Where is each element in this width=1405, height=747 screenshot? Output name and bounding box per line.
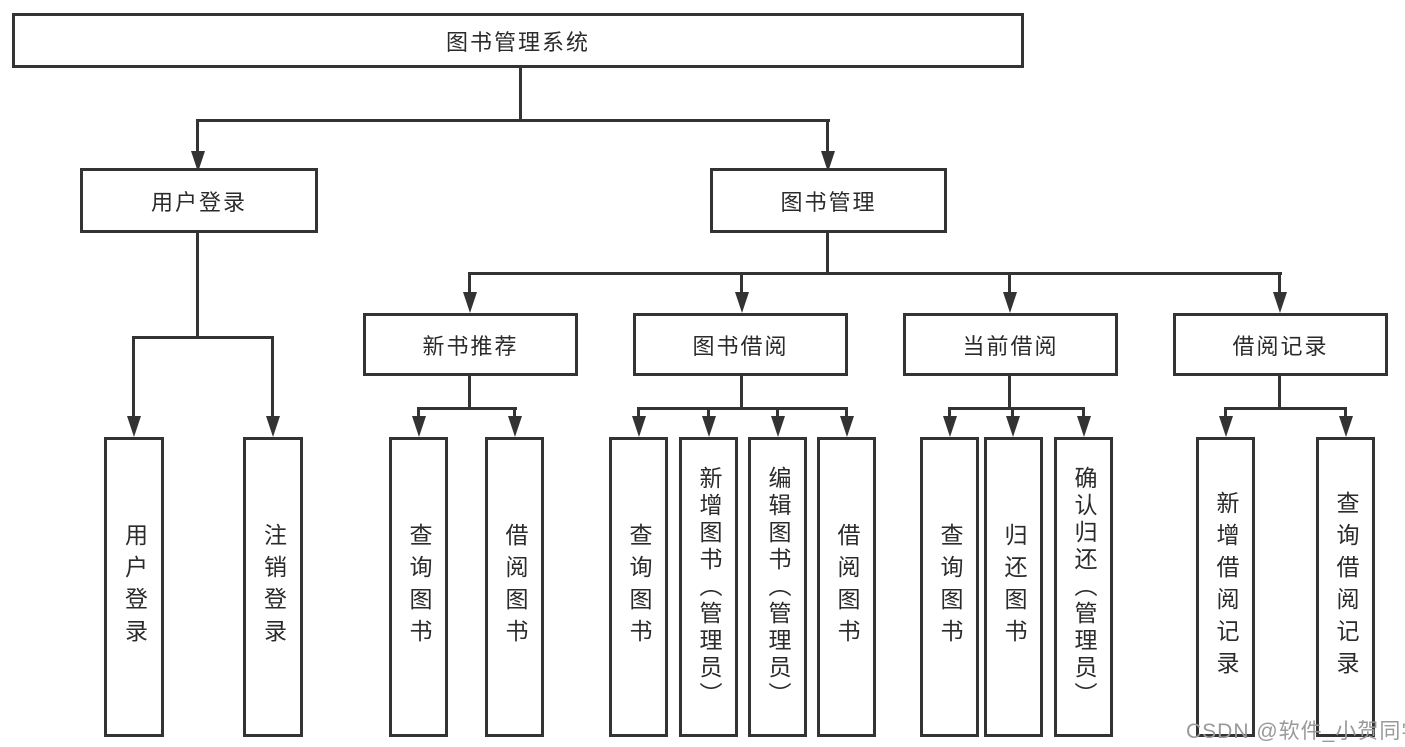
node-book-mgmt: 图书管理 [710,168,947,233]
leaf-confirm-return-admin: 确认归还（管理员） [1054,437,1113,737]
connector-user-login-rail [132,336,274,339]
arrow-to-new-book [462,272,477,313]
arrow-to-borrow-records [1272,272,1287,313]
node-new-book-recommend-label: 新书推荐 [422,333,519,359]
leaf-borrow-query-books-label: 查询图书 [626,523,652,651]
connector-current-borrow-stem [1008,376,1011,410]
arrow-to-current-borrow [1002,272,1017,313]
watermark: CSDN @软件_小贺同学 [1186,720,1405,743]
arrow-to-leaf-login [126,336,141,437]
leaf-newbook-query-books: 查询图书 [389,437,448,737]
node-book-borrow-label: 图书借阅 [692,333,789,359]
arrow-new-book-leaf-1 [411,407,426,437]
connector-level2-rail [197,119,830,122]
node-root-system: 图书管理系统 [12,13,1024,68]
leaf-borrow-query-books: 查询图书 [609,437,668,737]
node-borrow-records: 借阅记录 [1173,313,1388,376]
leaf-current-query-books-label: 查询图书 [937,523,963,651]
arrow-new-book-leaf-2 [507,407,522,437]
arrow-current-borrow-leaf-3 [1076,407,1091,437]
connector-book-borrow-rail [637,407,848,410]
arrow-book-borrow-leaf-2 [701,407,716,437]
connector-user-login-stem [196,233,199,339]
leaf-edit-books-admin: 编辑图书（管理员） [748,437,807,737]
leaf-query-borrow-record-label: 查询借阅记录 [1333,491,1359,683]
node-borrow-records-label: 借阅记录 [1232,333,1329,359]
arrow-borrow-records-leaf-1 [1218,407,1233,437]
connector-new-book-rail [417,407,517,410]
arrow-current-borrow-leaf-2 [1005,407,1020,437]
leaf-user-login: 用户登录 [104,437,164,737]
arrow-book-borrow-leaf-3 [770,407,785,437]
leaf-return-books: 归还图书 [984,437,1043,737]
arrow-to-book-mgmt [820,119,835,172]
leaf-borrow-books: 借阅图书 [817,437,876,737]
leaf-newbook-borrow-books: 借阅图书 [485,437,544,737]
leaf-newbook-query-books-label: 查询图书 [406,523,432,651]
connector-borrow-records-stem [1278,376,1281,410]
connector-book-borrow-stem [740,376,743,410]
leaf-query-borrow-record: 查询借阅记录 [1316,437,1375,737]
connector-new-book-stem [468,376,471,410]
arrow-to-book-borrow [734,272,749,313]
leaf-add-books-admin-label: 新增图书（管理员） [696,465,722,709]
arrow-book-borrow-leaf-4 [839,407,854,437]
node-current-borrow: 当前借阅 [903,313,1118,376]
connector-level3-rail [469,272,1282,275]
arrow-to-leaf-logout [265,336,280,437]
leaf-edit-books-admin-label: 编辑图书（管理员） [765,465,791,709]
leaf-add-borrow-record: 新增借阅记录 [1196,437,1255,737]
node-user-login: 用户登录 [80,168,318,233]
leaf-user-login-label: 用户登录 [121,523,148,651]
arrow-current-borrow-leaf-1 [942,407,957,437]
connector-borrow-records-rail [1224,407,1347,410]
connector-book-mgmt-stem [826,233,829,275]
node-user-login-label: 用户登录 [150,189,247,215]
leaf-add-books-admin: 新增图书（管理员） [679,437,738,737]
node-new-book-recommend: 新书推荐 [363,313,578,376]
arrow-borrow-records-leaf-2 [1338,407,1353,437]
node-book-mgmt-label: 图书管理 [780,189,877,215]
connector-current-borrow-rail [948,407,1085,410]
leaf-add-borrow-record-label: 新增借阅记录 [1213,491,1239,683]
leaf-current-query-books: 查询图书 [920,437,979,737]
leaf-logout: 注销登录 [243,437,303,737]
arrow-to-user-login [190,119,205,172]
leaf-newbook-borrow-books-label: 借阅图书 [502,523,528,651]
leaf-return-books-label: 归还图书 [1001,523,1027,651]
node-book-borrow: 图书借阅 [633,313,848,376]
leaf-borrow-books-label: 借阅图书 [834,523,860,651]
arrow-book-borrow-leaf-1 [631,407,646,437]
connector-root-stem [519,67,522,121]
leaf-confirm-return-admin-label: 确认归还（管理员） [1071,465,1097,709]
node-current-borrow-label: 当前借阅 [962,333,1059,359]
node-root-label: 图书管理系统 [445,29,590,55]
leaf-logout-label: 注销登录 [260,523,287,651]
